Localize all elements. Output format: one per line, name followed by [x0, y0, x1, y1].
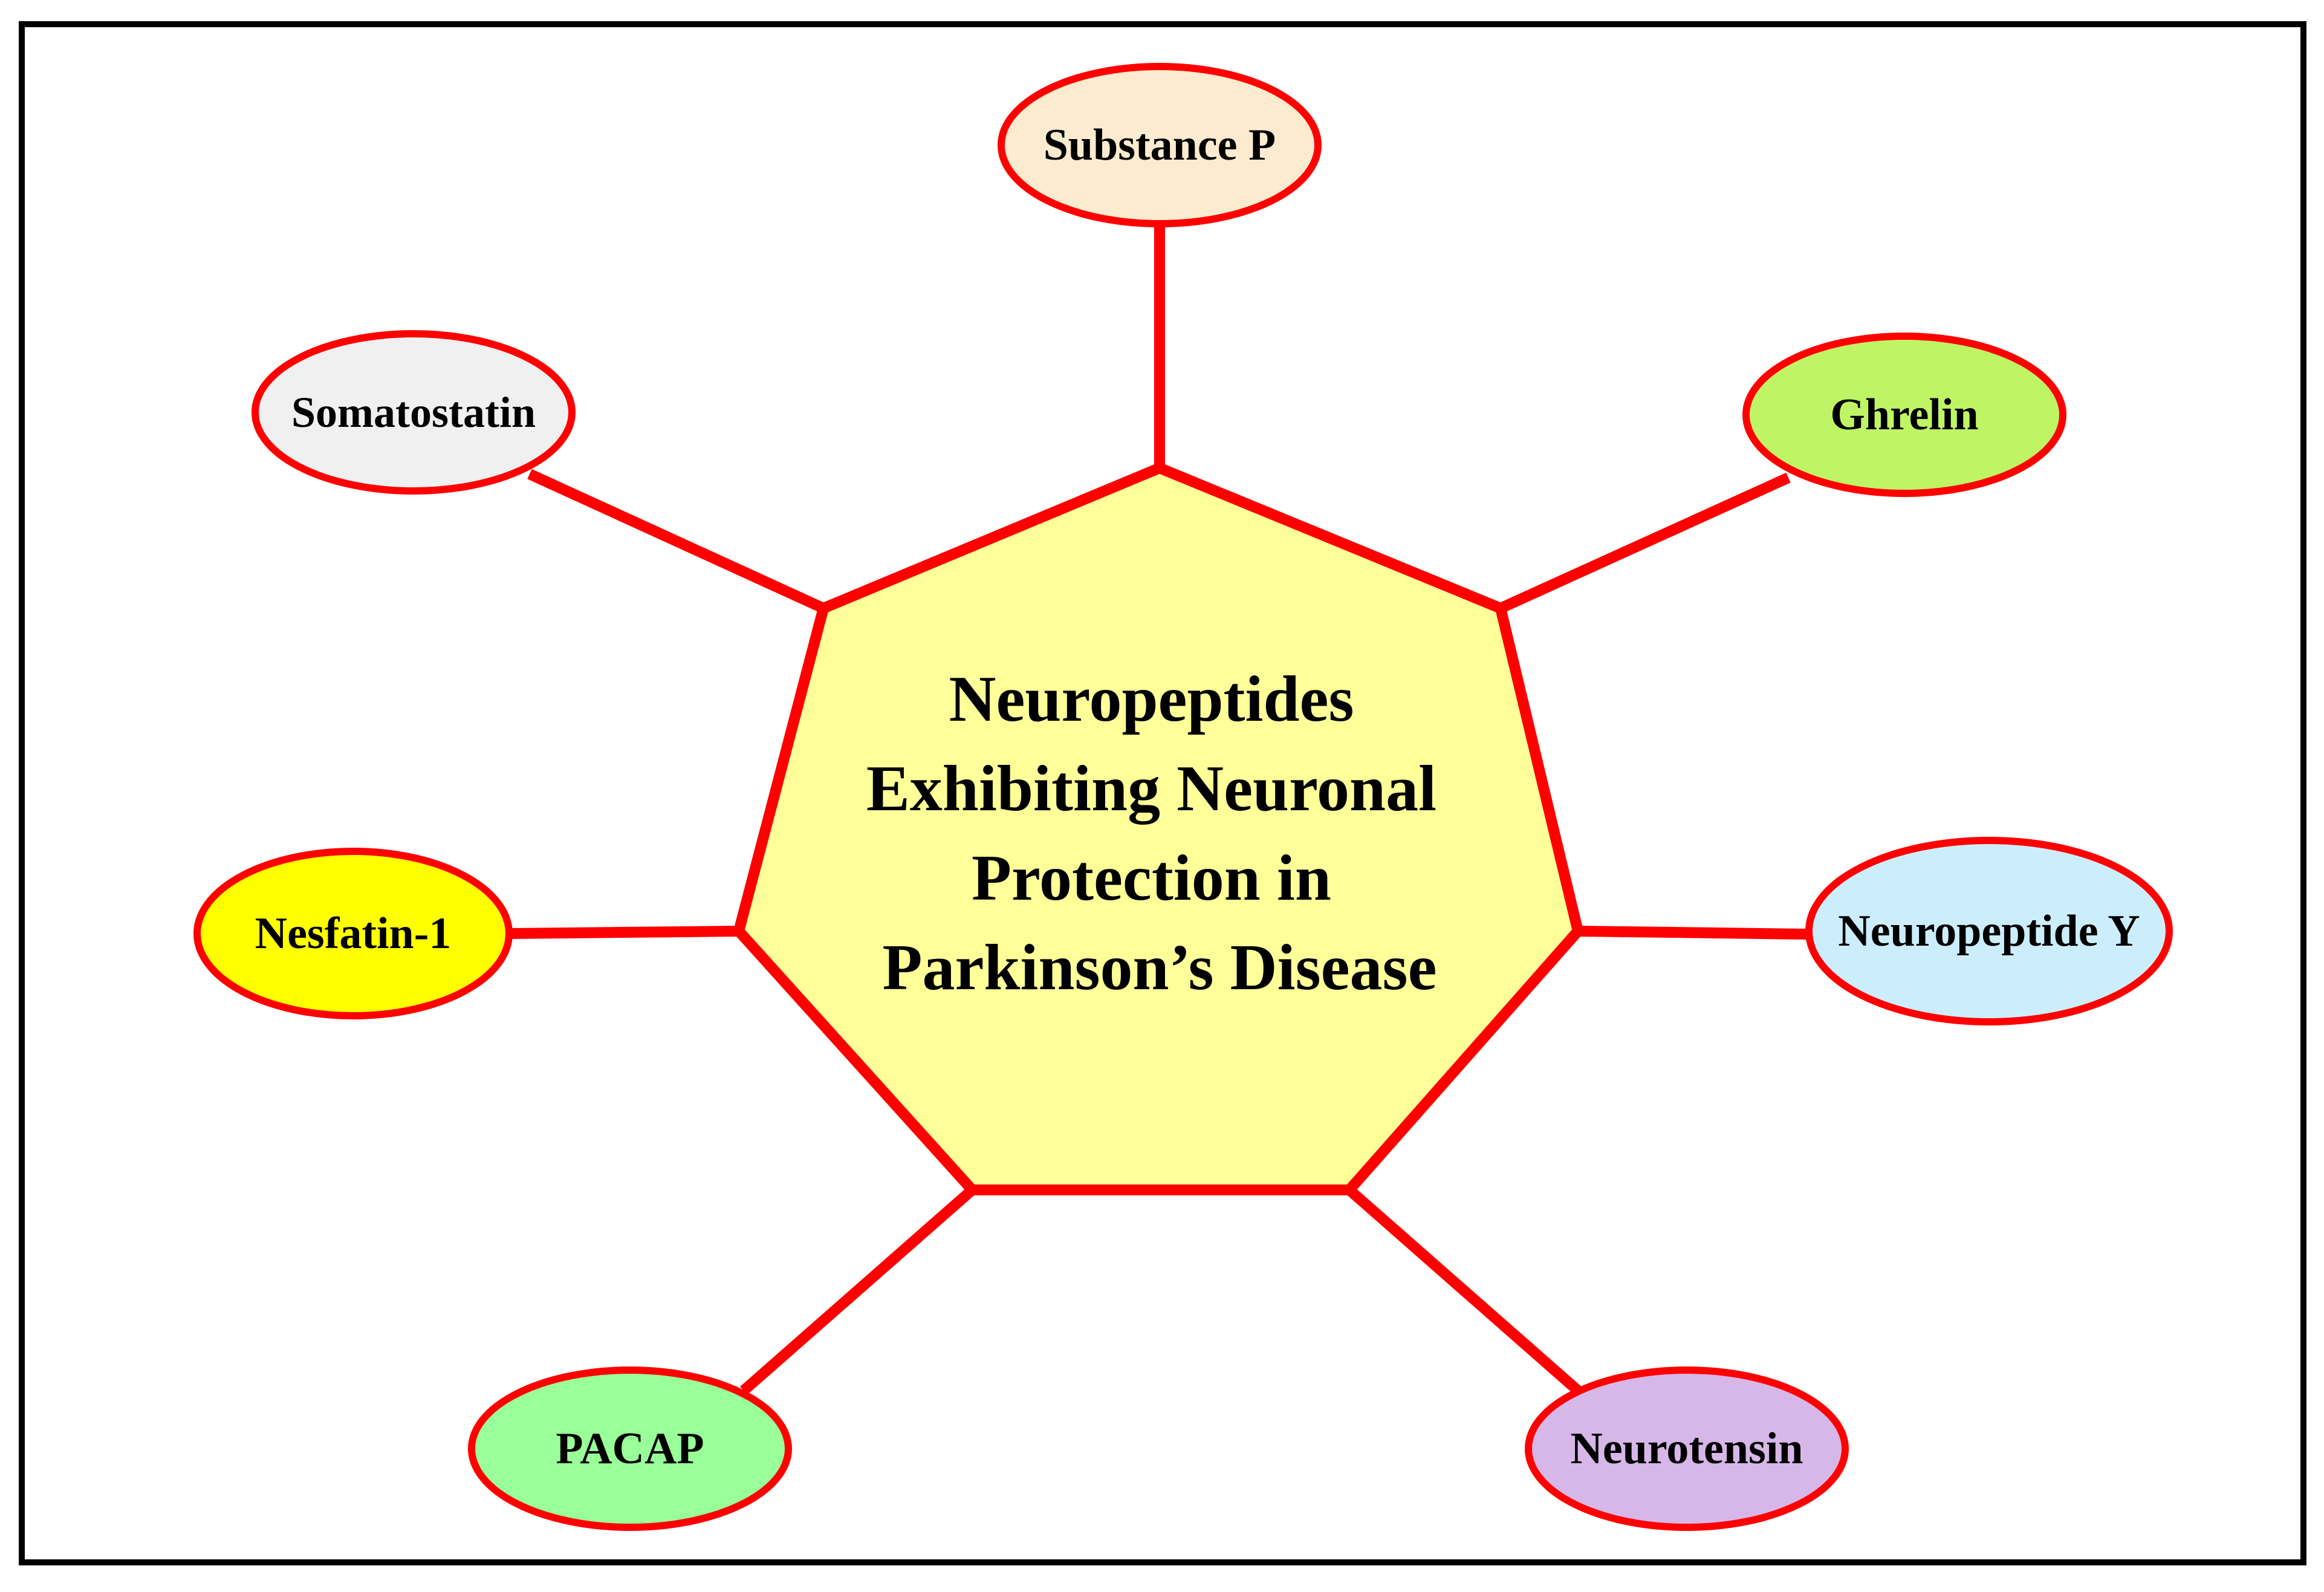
node-neuropeptide-y: Neuropeptide Y [1805, 837, 2173, 1025]
connector-pacap [740, 1186, 976, 1395]
connector-somatostatin [527, 469, 826, 614]
node-ellipse-pacap [468, 1366, 792, 1531]
node-ellipse-substance-p [998, 63, 1322, 227]
node-ghrelin: Ghrelin [1742, 333, 2066, 497]
connector-group [508, 224, 1810, 1395]
node-ellipse-nesfatin-1 [193, 848, 513, 1019]
connector-ghrelin [1498, 472, 1791, 614]
center-line-4: Parkinson’s Disease [882, 932, 1436, 1004]
node-label-ghrelin: Ghrelin [1830, 390, 1978, 440]
node-ellipse-somatostatin [252, 330, 576, 495]
node-label-nesfatin-1: Nesfatin-1 [255, 909, 452, 958]
node-nesfatin-1: Nesfatin-1 [193, 848, 513, 1019]
node-label-pacap: PACAP [556, 1424, 704, 1473]
node-pacap: PACAP [468, 1366, 792, 1531]
connector-nesfatin-1 [508, 926, 739, 939]
connector-neurotensin [1346, 1186, 1582, 1395]
node-label-substance-p: Substance P [1044, 120, 1276, 170]
center-line-1: Neuropeptides [949, 663, 1354, 735]
node-ellipse-neurotensin [1525, 1366, 1849, 1531]
center-line-3: Protection in [972, 842, 1331, 914]
central-heptagon [733, 462, 1584, 1195]
node-ellipse-neuropeptide-y [1805, 837, 2173, 1025]
node-label-neuropeptide-y: Neuropeptide Y [1838, 906, 2140, 956]
node-somatostatin: Somatostatin [252, 330, 576, 495]
node-ellipse-ghrelin [1742, 333, 2066, 497]
node-label-neurotensin: Neurotensin [1570, 1424, 1803, 1473]
center-text: Neuropeptides Exhibiting Neuronal Protec… [866, 663, 1453, 1004]
node-neurotensin: Neurotensin [1525, 1366, 1849, 1531]
node-label-somatostatin: Somatostatin [291, 388, 536, 437]
center-line-2: Exhibiting Neuronal [866, 753, 1436, 825]
node-substance-p: Substance P [998, 63, 1322, 227]
connector-neuropeptide-y [1577, 926, 1810, 940]
